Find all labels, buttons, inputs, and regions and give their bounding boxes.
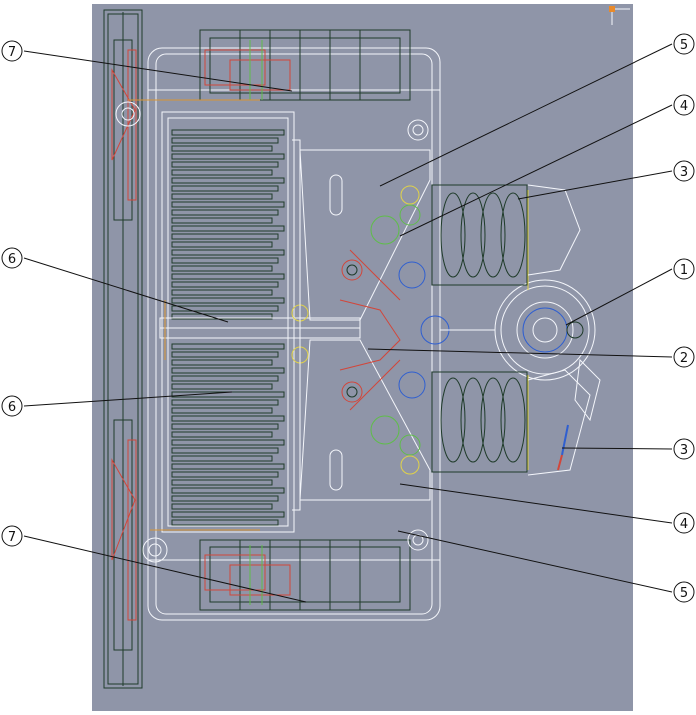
blue-wheels — [398, 261, 450, 399]
plate — [171, 193, 273, 200]
callout-7-top: 7 — [1, 40, 293, 92]
plate — [171, 209, 279, 216]
green-gears — [370, 204, 421, 456]
plate — [171, 217, 273, 224]
linkage-frame — [292, 139, 431, 511]
plate — [171, 297, 285, 304]
plate — [171, 265, 273, 272]
plate — [171, 519, 279, 526]
plate — [171, 479, 273, 486]
plate — [171, 431, 273, 438]
cam-cluster-top — [431, 184, 528, 286]
callout-label: 6 — [8, 400, 16, 415]
callout-5-bottom: 5 — [397, 530, 695, 603]
plate — [171, 257, 279, 264]
plate — [171, 145, 273, 152]
callout-4-top: 4 — [399, 94, 695, 237]
plate — [171, 367, 285, 374]
plate — [171, 407, 273, 414]
plate — [171, 225, 285, 232]
callout-7-bottom: 7 — [1, 525, 307, 603]
corner-bosses — [115, 101, 429, 563]
plate — [171, 399, 279, 406]
plate — [171, 153, 285, 160]
central-spine — [159, 317, 361, 339]
plate — [171, 241, 273, 248]
left-rail — [103, 9, 143, 689]
callout-label: 5 — [680, 38, 688, 53]
plate-stack — [171, 129, 285, 526]
plate — [171, 249, 285, 256]
cam-cluster-bottom — [431, 371, 528, 473]
plate — [171, 471, 279, 478]
plate — [171, 343, 285, 350]
plate — [171, 487, 285, 494]
callout-label: 4 — [680, 99, 688, 114]
callout-6-upper: 6 — [1, 247, 229, 323]
plate — [171, 503, 273, 510]
plate — [171, 129, 285, 136]
plate — [171, 455, 273, 462]
turret — [440, 279, 596, 381]
cylinder — [561, 424, 569, 456]
callout-label: 2 — [680, 351, 688, 366]
right-extension — [527, 184, 601, 476]
plate — [171, 281, 279, 288]
top-housing-red — [204, 49, 291, 91]
callout-1: 1 — [565, 258, 695, 326]
callout-label: 1 — [680, 263, 688, 278]
wireframe-assembly — [103, 9, 601, 689]
plate — [171, 415, 285, 422]
callout-3-top: 3 — [517, 160, 695, 200]
plate — [171, 233, 279, 240]
top-housing — [199, 29, 411, 101]
plate — [171, 305, 279, 312]
callout-label: 7 — [8, 45, 16, 60]
plate — [171, 351, 279, 358]
plate — [171, 273, 285, 280]
plate — [171, 439, 285, 446]
plate — [171, 359, 273, 366]
callout-6-lower: 6 — [1, 391, 233, 417]
plate — [171, 169, 273, 176]
plate — [171, 177, 285, 184]
callout-5-top: 5 — [379, 33, 695, 187]
plate — [171, 185, 279, 192]
callout-3-bottom: 3 — [561, 438, 695, 460]
plate — [171, 495, 279, 502]
plate — [171, 161, 279, 168]
red-linkage — [339, 249, 401, 411]
plate — [171, 383, 273, 390]
plate — [171, 289, 273, 296]
axis-gizmo-icon — [609, 6, 630, 25]
plate — [171, 313, 273, 320]
plate — [171, 447, 279, 454]
plate — [171, 423, 279, 430]
callout-label: 3 — [680, 165, 688, 180]
plate — [171, 463, 285, 470]
callout-label: 4 — [680, 517, 688, 532]
callout-4-bottom: 4 — [399, 483, 695, 534]
plate — [171, 137, 279, 144]
callout-label: 5 — [680, 586, 688, 601]
plate — [171, 375, 279, 382]
callout-label: 6 — [8, 252, 16, 267]
outer-frame — [147, 47, 441, 621]
plate — [171, 511, 285, 518]
callout-label: 7 — [8, 530, 16, 545]
plate — [171, 201, 285, 208]
callout-label: 3 — [680, 443, 688, 458]
bottom-housing — [199, 539, 411, 611]
left-rail-red-parts — [111, 49, 137, 621]
callouts: 7 6 6 7 5 4 3 — [1, 33, 695, 603]
callout-2: 2 — [367, 346, 695, 368]
bottom-housing-red — [204, 554, 291, 596]
